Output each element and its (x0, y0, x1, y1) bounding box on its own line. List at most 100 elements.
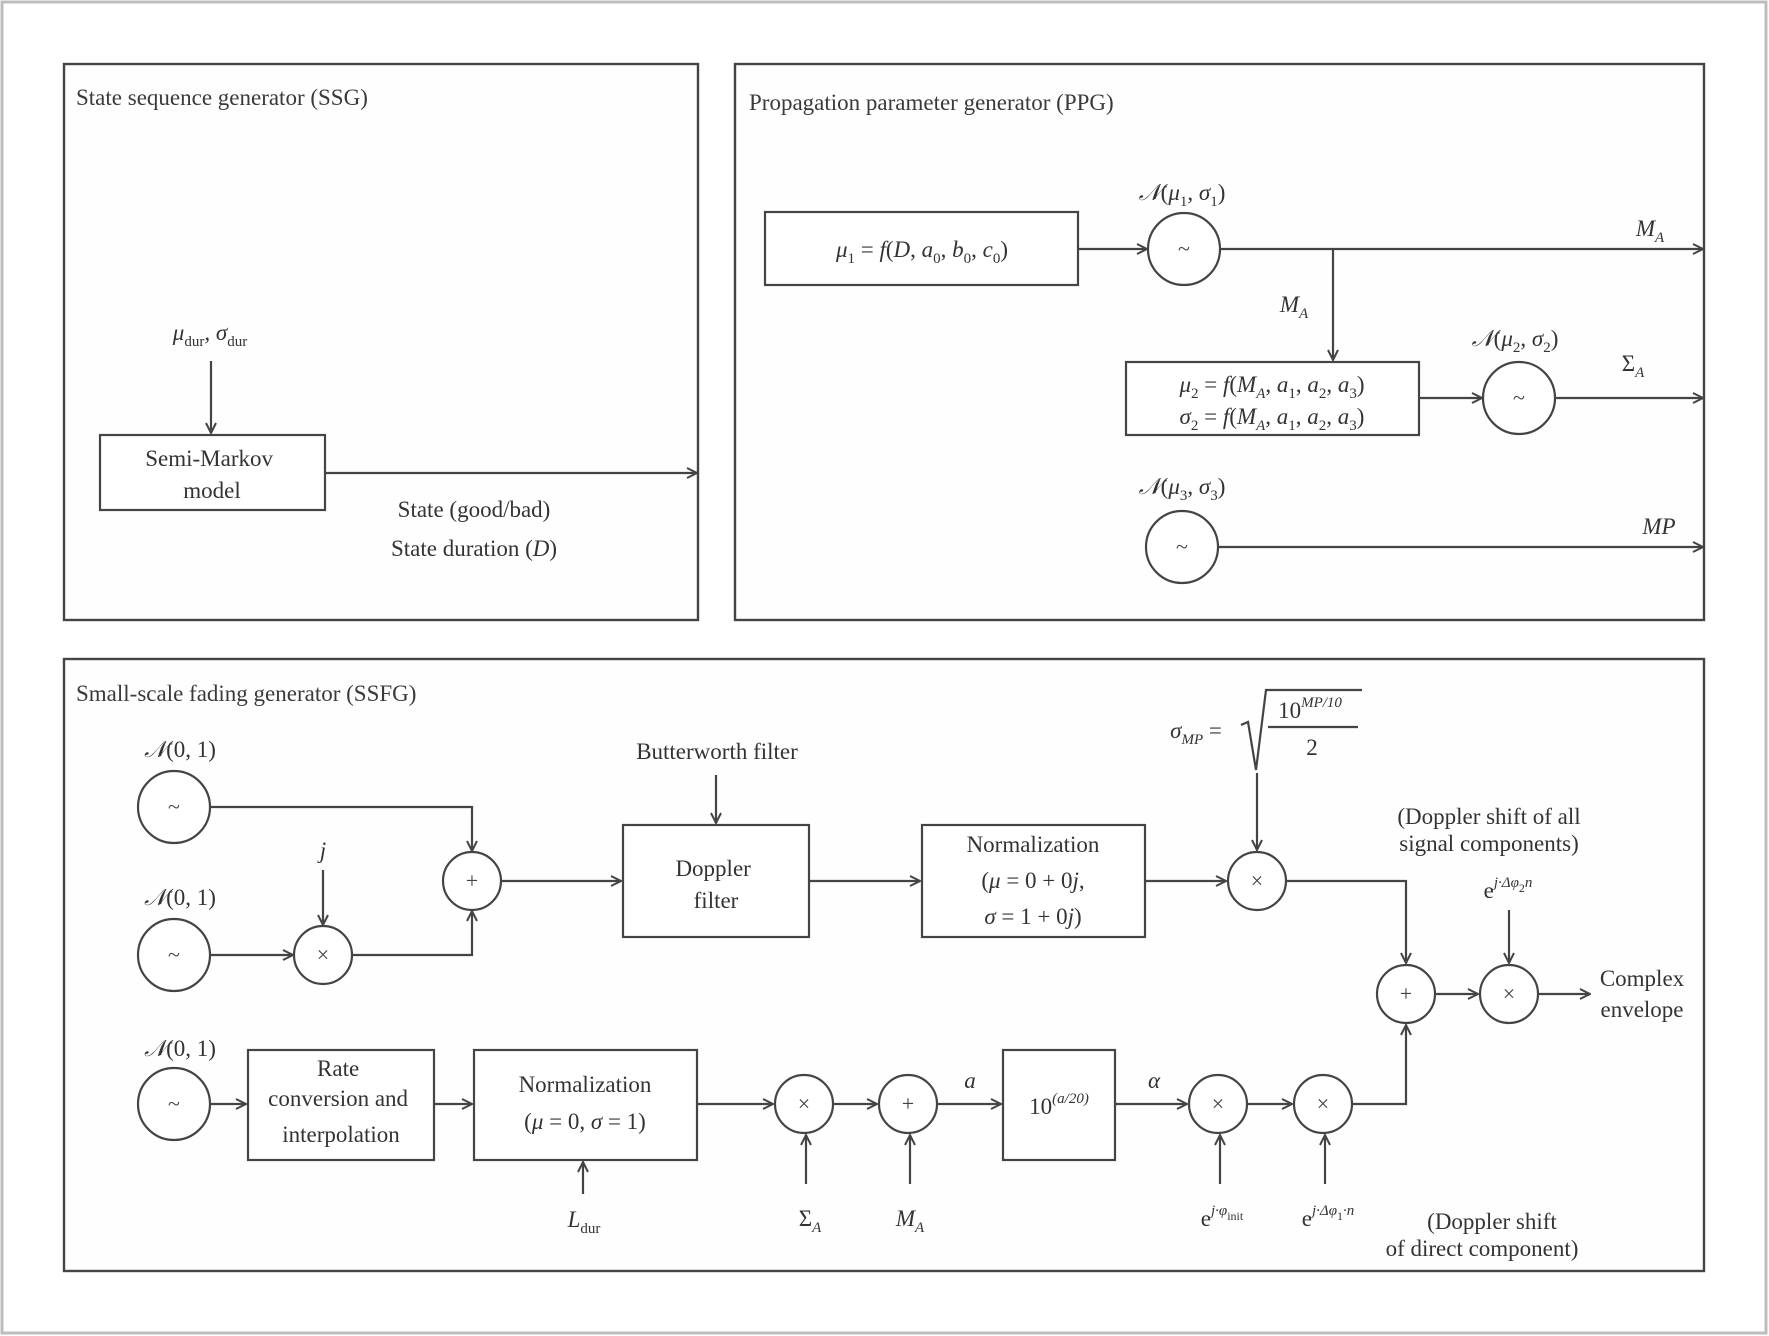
ssg-title: State sequence generator (SSG) (76, 85, 368, 110)
label-segment: = 0, (543, 1109, 590, 1134)
semi-markov-label: Semi-Markov model (145, 446, 279, 503)
phi-init-label: ej·φinit (1201, 1203, 1244, 1231)
sigma2-function-label: σ2 = f(MA, a1, a2, a3) (1180, 404, 1365, 434)
label-segment: σ (1199, 180, 1212, 205)
doppler-all-note-2: signal components) (1399, 831, 1579, 856)
multiply-icon: × (317, 942, 329, 967)
label-segment: 2 (1543, 340, 1551, 356)
ssfg-title: Small-scale fading generator (SSFG) (76, 681, 416, 706)
label-segment: ( (981, 868, 989, 893)
label-segment: a (1338, 404, 1350, 429)
label-segment: ) (1218, 474, 1226, 499)
label-segment: D (893, 237, 911, 262)
label-segment: ( (1229, 404, 1237, 429)
label-segment: , (971, 237, 983, 262)
label-segment: σ (1170, 718, 1183, 743)
label-segment: 1 (1180, 194, 1188, 210)
alpha-label: α (1148, 1068, 1161, 1093)
mult-j-to-sum-arrow (352, 911, 472, 957)
label-segment: , (1326, 372, 1338, 397)
label-segment: j (1070, 868, 1079, 893)
m-a-input-label: MA (895, 1206, 925, 1236)
label-segment: = (1203, 718, 1222, 743)
label-segment: , (1079, 868, 1085, 893)
plus-icon: + (902, 1091, 914, 1116)
multiply-icon: × (1212, 1091, 1224, 1116)
label-segment: D (532, 536, 550, 561)
label-segment: j·Δφ (1310, 1203, 1337, 1219)
label-segment: μ (531, 1109, 544, 1134)
label-segment: Butterworth filter (636, 739, 798, 764)
normalization-real-block[interactable] (472, 1048, 699, 1162)
label-segment: ( (886, 237, 894, 262)
label-segment: μ (172, 320, 185, 345)
semi-markov-block[interactable] (98, 433, 327, 512)
label-segment: , (1296, 372, 1308, 397)
label-segment: a (1277, 404, 1289, 429)
noise-icon: ~ (168, 1091, 180, 1116)
rate-line-1: Rate (317, 1056, 359, 1081)
label-segment: σ (984, 904, 997, 929)
multiply-icon: × (1503, 981, 1515, 1006)
label-segment: e (1302, 1206, 1312, 1231)
label-segment: A (914, 1220, 925, 1236)
label-segment: σ (1199, 474, 1212, 499)
sigma-mp-denominator: 2 (1306, 735, 1318, 760)
label-segment: e (1201, 1206, 1211, 1231)
label-segment: Normalization (519, 1072, 652, 1097)
label-segment: 3 (1210, 488, 1218, 504)
label-segment: a (964, 1068, 976, 1093)
label-segment: μ (1500, 326, 1513, 351)
doppler-direct-note-2: of direct component) (1386, 1236, 1579, 1261)
noise-icon: ~ (1178, 236, 1190, 261)
noise-b-label: 𝒩(0, 1) (144, 885, 216, 910)
rate-conversion-block[interactable] (246, 1048, 436, 1162)
mu1-function-block[interactable] (763, 210, 1080, 287)
plus-icon: + (1400, 981, 1412, 1006)
power-conversion-block[interactable] (1001, 1048, 1117, 1162)
butterworth-label: Butterworth filter (636, 739, 798, 764)
noise-c-label: 𝒩(0, 1) (144, 1036, 216, 1061)
label-segment: A (811, 1220, 822, 1236)
label-segment: M (1279, 292, 1301, 317)
label-segment: M (1635, 216, 1657, 241)
label-segment: j·φ (1209, 1203, 1227, 1219)
label-segment: ( (1161, 180, 1169, 205)
ssg-panel-border (62, 62, 700, 622)
gen2-label: 𝒩(μ2, σ2) (1472, 326, 1559, 356)
direct-to-sum-arrow (1352, 1025, 1406, 1106)
label-segment: = (1198, 372, 1222, 397)
noise-icon: ~ (168, 942, 180, 967)
ppg-title: Propagation parameter generator (PPG) (749, 90, 1114, 115)
noise-icon: ~ (1176, 534, 1188, 559)
label-segment: ) (1357, 372, 1365, 397)
label-segment: MP (1180, 732, 1203, 748)
label-segment: 2 (1513, 340, 1521, 356)
sigma-mp-numerator: 10MP/10 (1278, 695, 1342, 723)
label-segment: 3 (1349, 418, 1357, 434)
ssg-output-duration: State duration (D) (391, 536, 557, 561)
label-segment: f (1223, 404, 1233, 429)
ldur-label: Ldur (567, 1207, 601, 1237)
label-segment: σ (1532, 326, 1545, 351)
doppler-filter-block[interactable] (621, 823, 811, 939)
normalization-complex-block[interactable] (920, 823, 1147, 939)
rate-line-3: interpolation (282, 1122, 400, 1147)
label-segment: = 0 + 0 (1001, 868, 1073, 893)
label-segment: , (1520, 326, 1532, 351)
label-segment: a (1307, 404, 1319, 429)
label-segment: = (855, 237, 879, 262)
label-segment: = 1) (602, 1109, 646, 1134)
label-segment: 0 (964, 251, 972, 267)
noise-icon: ~ (1513, 385, 1525, 410)
ppg-panel: Propagation parameter generator (PPG) μ 1… (733, 62, 1706, 622)
ppg-panel-border (733, 62, 1706, 622)
label-segment: 1 (1288, 418, 1296, 434)
ssg-panel: State sequence generator (SSG) μdur, σdu… (62, 62, 700, 622)
plus-icon: + (466, 868, 478, 893)
label-segment: ) (1000, 237, 1008, 262)
norm1-line-1: Normalization (967, 832, 1100, 857)
label-segment: σ (1180, 404, 1193, 429)
ssg-output-state: State (good/bad) (398, 497, 551, 522)
